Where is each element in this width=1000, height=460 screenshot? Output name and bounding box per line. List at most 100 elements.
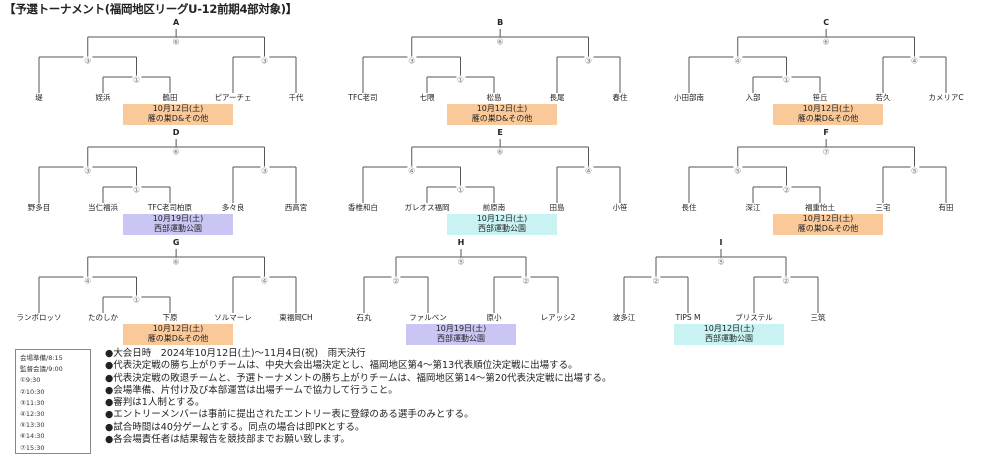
schedule-item: ③11:30 [20, 398, 45, 407]
round-marker-inner: ① [131, 185, 142, 195]
round-marker-right: ③ [259, 166, 270, 176]
team-name: 香椎和白 [348, 203, 378, 212]
note-line: ●会場準備、片付け及び本部運営は出場チームで協力して行うこと。 [105, 384, 398, 396]
round-marker-left: ③ [407, 56, 417, 66]
team-name: 若久 [875, 93, 891, 102]
venue-date: 10月19日(土) [435, 324, 487, 333]
schedule-item: 監督会議/9:00 [20, 365, 63, 374]
venue-place: 西部運動公園 [154, 224, 202, 233]
round-marker-left: ④ [407, 166, 417, 176]
round-marker-inner: ① [131, 295, 142, 305]
round-marker-left: ④ [733, 56, 743, 66]
venue-box: 10月19日(土)西部運動公園 [123, 214, 233, 235]
bracket-label: F [823, 128, 829, 137]
venue-place: 雁の巣D&その他 [797, 114, 859, 123]
team-name: 原小 [486, 313, 502, 322]
venue-place: 雁の巣D&その他 [471, 114, 533, 123]
round-marker-inner: ① [455, 75, 466, 85]
round-marker-right: ② [521, 276, 531, 286]
round-marker-left: ③ [83, 56, 93, 66]
note-line: ●代表決定戦の勝ち上がりチームは、中央大会出場決定とし、福岡地区第4～第13代表… [105, 360, 578, 372]
bracket-label: E [497, 128, 503, 137]
venue-place: 西部運動公園 [437, 334, 485, 343]
team-name: 東福岡CH [279, 313, 313, 322]
round-marker-right: ③ [259, 56, 270, 66]
team-name: ソルマーレ [214, 313, 252, 322]
venue-date: 10月12日(土) [703, 324, 755, 333]
note-line: ●各会場責任者は結果報告を競技部までお願い致します。 [105, 434, 350, 446]
round-marker-inner: ① [131, 75, 142, 85]
team-name: カメリアC [928, 93, 964, 102]
schedule-item: ⑦15:30 [20, 443, 45, 452]
schedule-item: 会場準備/8:15 [20, 354, 63, 362]
team-name: 笹丘 [812, 93, 828, 102]
team-name: 多々良 [221, 203, 245, 212]
round-marker-left: ② [651, 276, 661, 286]
venue-date: 10月12日(土) [802, 104, 854, 113]
round-marker-right: ④ [909, 56, 920, 66]
team-name: 小笹 [612, 203, 628, 212]
note-line: ●審判は1人制とする。 [105, 397, 205, 409]
bracket-label: G [172, 238, 180, 247]
team-name: 千代 [288, 93, 304, 102]
bracket-label: C [823, 18, 830, 27]
team-name: 三宅 [875, 203, 891, 212]
venue-box: 10月19日(土)西部運動公園 [406, 324, 516, 345]
team-name: 松島 [486, 93, 502, 102]
round-marker-final: ⑥ [495, 37, 505, 47]
note-line: ●エントリーメンバーは事前に提出されたエントリー表に登録のある選手のみとする。 [105, 409, 474, 421]
team-name: たのしか [88, 313, 118, 322]
team-name: 深江 [745, 203, 761, 212]
note-line: ●代表決定戦の敗退チームと、予選トーナメントの勝ち上がりチームは、福岡地区第14… [105, 372, 612, 384]
venue-date: 10月12日(土) [476, 104, 528, 113]
team-name: ランボロッソ [16, 313, 62, 322]
venue-date: 10月12日(土) [152, 104, 204, 113]
team-name: 下原 [162, 313, 178, 322]
team-name: TFC老司 [348, 93, 378, 102]
bracket-label: A [173, 18, 180, 27]
venue-place: 雁の巣D&その他 [147, 114, 209, 123]
team-name: 当仁福浜 [88, 203, 118, 212]
venue-box: 10月12日(土)雁の巣D&その他 [773, 214, 883, 235]
round-marker-inner: ① [781, 75, 792, 85]
team-name: TIPS M [675, 313, 701, 322]
team-name: 姪浜 [95, 93, 111, 102]
team-name: 有田 [938, 203, 954, 212]
bracket-label: I [719, 238, 723, 247]
schedule-item: ①9:30 [20, 376, 41, 385]
schedule-item: ⑥14:30 [20, 432, 45, 441]
venue-box: 10月12日(土)雁の巣D&その他 [123, 324, 233, 345]
team-name: 福重怡土 [805, 203, 835, 212]
team-name: 鶴田 [162, 93, 178, 102]
round-marker-right: ⑤ [909, 166, 920, 176]
round-marker-right: ④ [583, 166, 594, 176]
round-marker-inner: ① [455, 185, 466, 195]
team-name: 三筑 [810, 313, 826, 322]
bracket-label: H [457, 238, 465, 247]
round-marker-left: ④ [83, 276, 93, 286]
round-marker-left: ③ [83, 166, 93, 176]
team-name: 七隈 [419, 93, 435, 102]
team-name: レアッシ2 [540, 313, 576, 322]
team-name: 入部 [745, 93, 761, 102]
page-title: 【予選トーナメント(福岡地区リーグU-12前期4部対象)】 [4, 2, 297, 16]
team-name: 春住 [612, 93, 628, 102]
round-marker-final: ⑤ [456, 257, 466, 267]
team-name: 小田部南 [674, 93, 704, 102]
venue-box: 10月12日(土)雁の巣D&その他 [773, 104, 883, 125]
venue-box: 10月12日(土)雁の巣D&その他 [447, 104, 557, 125]
venue-place: 西部運動公園 [478, 224, 526, 233]
venue-place: 西部運動公園 [705, 334, 753, 343]
note-line: ●大会日時 2024年10月12日(土)～11月4日(祝) 雨天決行 [105, 348, 366, 359]
schedule-item: ④12:30 [20, 410, 45, 419]
round-marker-left: ⑤ [733, 166, 743, 176]
team-name: ブリステル [735, 313, 773, 322]
venue-place: 雁の巣D&その他 [147, 334, 209, 343]
venue-box: 10月12日(土)西部運動公園 [447, 214, 557, 235]
round-marker-left: ② [391, 276, 401, 286]
venue-date: 10月12日(土) [152, 324, 204, 333]
round-marker-right: ④ [259, 276, 270, 286]
round-marker-final: ⑥ [171, 147, 181, 157]
bracket-label: B [497, 18, 504, 27]
round-marker-right: ② [781, 276, 791, 286]
